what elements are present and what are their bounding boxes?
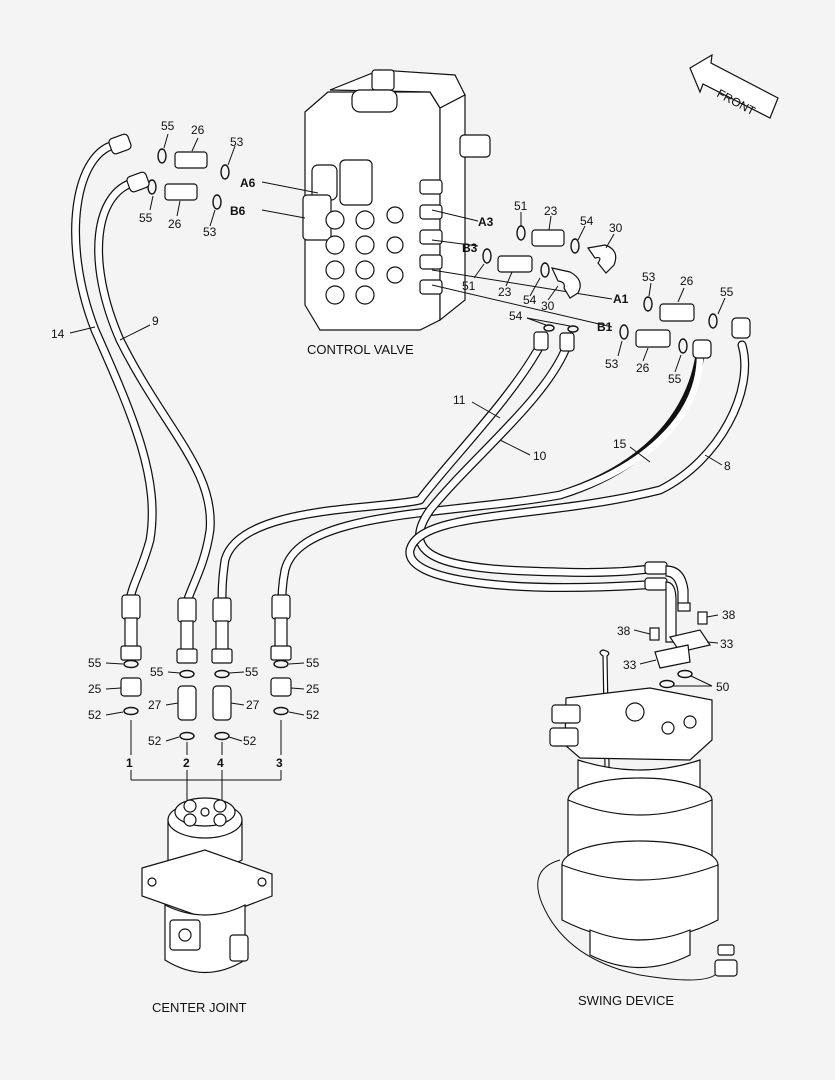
callout-hose-10: 10 (533, 449, 547, 463)
swing-device-body (537, 649, 738, 981)
hose-end-fittings (108, 133, 751, 664)
valve-side-ports (419, 179, 443, 295)
fittings-a3-b3 (473, 212, 617, 301)
callout-hose-15: 15 (613, 437, 627, 451)
callout-38: 38 (722, 608, 736, 622)
callout-33: 33 (623, 658, 637, 672)
callout-33: 33 (720, 637, 734, 651)
fittings-a6-b6 (147, 133, 236, 227)
front-arrow: FRONT (689, 53, 779, 119)
port-label-a1: A1 (613, 292, 629, 306)
port-number-4: 4 (217, 756, 224, 770)
callout-52: 52 (306, 708, 320, 722)
port-label-b6: B6 (230, 204, 246, 218)
callout-55: 55 (150, 665, 164, 679)
callout-38: 38 (617, 624, 631, 638)
callout-23: 23 (544, 204, 558, 218)
port-number-3: 3 (276, 756, 283, 770)
callout-55: 55 (139, 211, 153, 225)
callout-hose-14: 14 (51, 327, 65, 341)
callout-52: 52 (148, 734, 162, 748)
callout-50: 50 (716, 680, 730, 694)
callout-54: 54 (509, 309, 523, 323)
control-valve-caption: CONTROL VALVE (307, 342, 414, 357)
valve-spool-caps (325, 206, 404, 305)
swing-device-caption: SWING DEVICE (578, 993, 674, 1008)
hose-leaders (69, 324, 723, 466)
callout-26: 26 (680, 274, 694, 288)
swing-device-fittings (633, 611, 719, 689)
callout-27: 27 (246, 698, 260, 712)
hose-9 (94, 177, 215, 607)
callout-53: 53 (203, 225, 217, 239)
hose-8 (405, 340, 750, 593)
callout-55: 55 (245, 665, 259, 679)
port-label-b3: B3 (462, 241, 478, 255)
hose-11 (217, 341, 545, 608)
callout-hose-8: 8 (724, 459, 731, 473)
callout-55: 55 (720, 285, 734, 299)
fittings-a1-b1 (526, 282, 726, 373)
center-joint-fittings (105, 659, 305, 742)
callout-52: 52 (243, 734, 257, 748)
callout-54: 54 (580, 214, 594, 228)
callout-26: 26 (636, 361, 650, 375)
callout-26: 26 (168, 217, 182, 231)
callout-55: 55 (88, 656, 102, 670)
callout-23: 23 (498, 285, 512, 299)
callout-27: 27 (148, 698, 162, 712)
port-number-1: 1 (126, 756, 133, 770)
port-number-2: 2 (183, 756, 190, 770)
hose-14 (71, 139, 157, 605)
callout-30: 30 (541, 299, 555, 313)
callout-55: 55 (306, 656, 320, 670)
callout-25: 25 (88, 682, 102, 696)
callout-26: 26 (191, 123, 205, 137)
callout-53: 53 (230, 135, 244, 149)
hose-10 (415, 343, 665, 578)
callout-51: 51 (462, 279, 476, 293)
callout-30: 30 (609, 221, 623, 235)
callout-55: 55 (161, 119, 175, 133)
hose-15 (277, 350, 705, 608)
port-label-a3: A3 (478, 215, 494, 229)
callout-25: 25 (306, 682, 320, 696)
callout-54: 54 (523, 293, 537, 307)
callout-55: 55 (668, 372, 682, 386)
callout-hose-9: 9 (152, 314, 159, 328)
port-label-b1: B1 (597, 320, 613, 334)
center-joint-port-bracket (130, 720, 282, 800)
center-joint-body (141, 797, 273, 974)
callout-53: 53 (605, 357, 619, 371)
callout-hose-11: 11 (453, 393, 466, 407)
callout-52: 52 (88, 708, 102, 722)
port-leaders (261, 181, 613, 328)
callout-51: 51 (514, 199, 528, 213)
control-valve-body (302, 69, 491, 331)
port-label-a6: A6 (240, 176, 256, 190)
callout-53: 53 (642, 270, 656, 284)
center-joint-caption: CENTER JOINT (152, 1000, 247, 1015)
